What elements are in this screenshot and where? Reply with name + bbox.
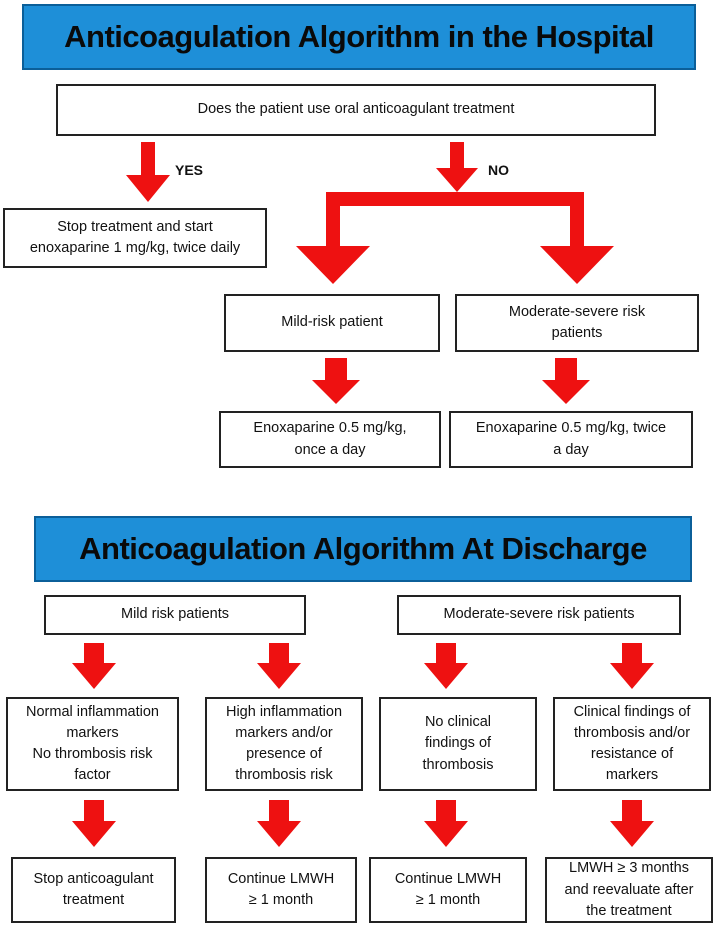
hospital-title-banner: Anticoagulation Algorithm in the Hospita… xyxy=(22,4,696,70)
condition-box-3: No clinical findings of thrombosis xyxy=(379,697,537,791)
outcome-box-1: Stop anticoagulant treatment xyxy=(11,857,176,923)
outcome-box-3: Continue LMWH ≥ 1 month xyxy=(369,857,527,923)
condition-arrow-1 xyxy=(72,643,116,689)
outcome-box-2: Continue LMWH ≥ 1 month xyxy=(205,857,357,923)
outcome-arrow-4 xyxy=(610,800,654,847)
yes-label: YES xyxy=(175,162,204,178)
condition-arrow-4 xyxy=(610,643,654,689)
no-arrow xyxy=(436,142,478,192)
yes-result-box: Stop treatment and start enoxaparine 1 m… xyxy=(3,208,267,268)
condition-box-4: Clinical findings of thrombosis and/or r… xyxy=(553,697,711,791)
moderate-group-box: Moderate-severe risk patients xyxy=(397,595,681,635)
discharge-title-banner: Anticoagulation Algorithm At Discharge xyxy=(34,516,692,582)
no-label: NO xyxy=(488,162,509,178)
condition-box-1: Normal inflammation markers No thrombosi… xyxy=(6,697,179,791)
no-left-arrow xyxy=(296,192,370,284)
mild-treatment-arrow xyxy=(312,358,360,404)
no-branch-connector xyxy=(326,192,584,206)
outcome-arrow-3 xyxy=(424,800,468,847)
condition-arrow-2 xyxy=(257,643,301,689)
moderate-risk-box: Moderate-severe risk patients xyxy=(455,294,699,352)
outcome-arrow-1 xyxy=(72,800,116,847)
condition-box-2: High inflammation markers and/or presenc… xyxy=(205,697,363,791)
hospital-title: Anticoagulation Algorithm in the Hospita… xyxy=(64,19,654,54)
moderate-treatment-arrow xyxy=(542,358,590,404)
condition-arrow-3 xyxy=(424,643,468,689)
mild-risk-box: Mild-risk patient xyxy=(224,294,440,352)
outcome-box-4: LMWH ≥ 3 months and reevaluate after the… xyxy=(545,857,713,923)
no-right-arrow xyxy=(540,192,614,284)
mild-group-box: Mild risk patients xyxy=(44,595,306,635)
yes-arrow xyxy=(126,142,170,202)
outcome-arrow-2 xyxy=(257,800,301,847)
discharge-title: Anticoagulation Algorithm At Discharge xyxy=(79,531,647,566)
question-box: Does the patient use oral anticoagulant … xyxy=(56,84,656,136)
moderate-treatment-box: Enoxaparine 0.5 mg/kg, twice a day xyxy=(449,411,693,468)
mild-treatment-box: Enoxaparine 0.5 mg/kg, once a day xyxy=(219,411,441,468)
